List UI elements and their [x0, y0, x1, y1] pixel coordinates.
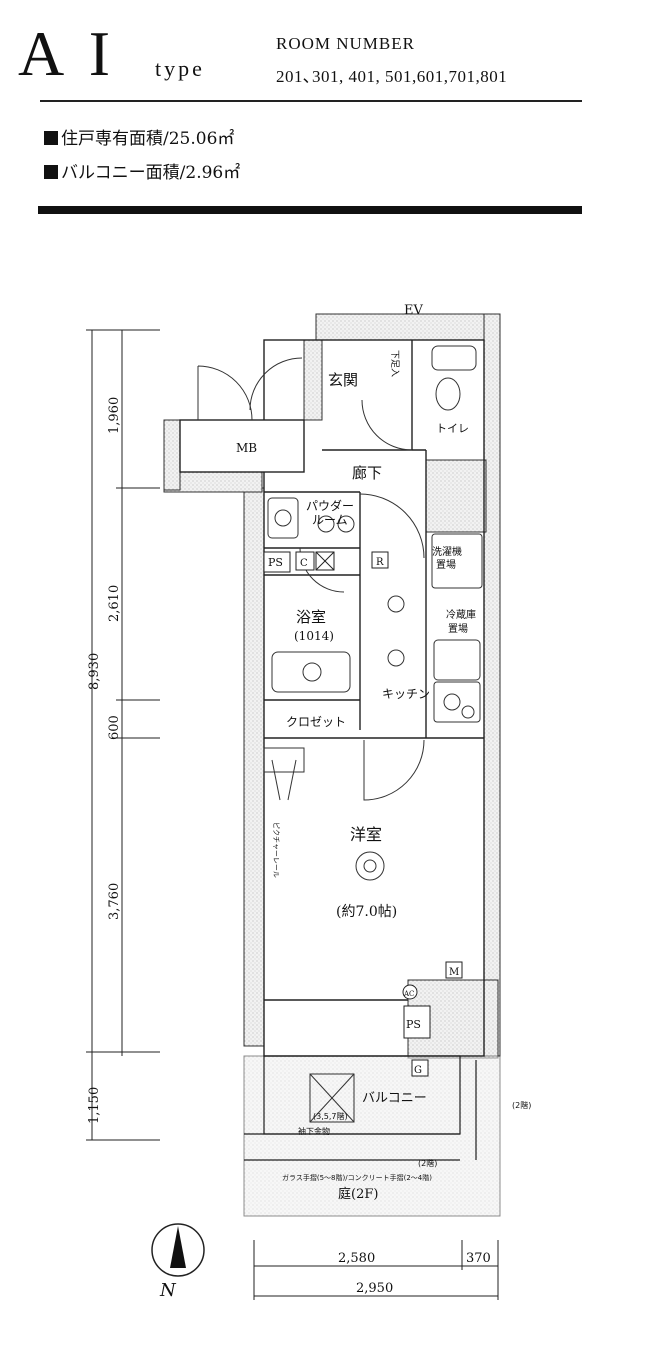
- handrail-note-label: ガラス手摺(5〜8階)/コンクリート手摺(2〜4階): [282, 1173, 432, 1182]
- balcony-area-text: バルコニー面積/2.96㎡: [61, 163, 241, 183]
- dim-h1: 2,580: [338, 1251, 375, 1266]
- room-number-title: ROOM NUMBER: [276, 34, 415, 53]
- dim-v2: 2,610: [107, 585, 122, 622]
- fridge-label-1: 冷蔵庫: [446, 608, 476, 621]
- kitchen-label: キッチン: [382, 687, 430, 701]
- dim-v1: 1,960: [107, 397, 122, 434]
- dim-v4: 3,760: [107, 883, 122, 920]
- dimension-lines: [86, 329, 499, 1300]
- m-mark-label: M: [449, 967, 459, 978]
- bath-size-label: (1014): [294, 629, 334, 643]
- ac-mark-label: AC: [403, 990, 414, 998]
- mb-box: [179, 419, 305, 473]
- section-divider: [38, 206, 582, 214]
- balcony-outline: [244, 1055, 477, 1161]
- r-mark-label: R: [376, 557, 384, 568]
- bullet-square-icon: [44, 165, 58, 179]
- genkan-label: 玄関: [328, 371, 358, 389]
- washer-label-1: 洗濯機: [432, 545, 462, 558]
- garden-label: 庭(2F): [338, 1186, 378, 1202]
- fridge-label-2: 置場: [448, 622, 468, 635]
- type-name-sub: type: [155, 56, 205, 81]
- ps-bottom-label: PS: [406, 1018, 421, 1031]
- g-mark-label: G: [414, 1065, 422, 1076]
- shoe-box-label: 下足入: [389, 350, 400, 377]
- compass-label: N: [159, 1280, 177, 1301]
- bullet-square-icon: [44, 131, 58, 145]
- rouka-label: 廊下: [352, 464, 382, 482]
- c-mark-label: C: [300, 558, 308, 569]
- powder-room-label-1: パウダー: [306, 498, 354, 513]
- room-number-list: 201､301, 401, 501,601,701,801: [276, 67, 508, 86]
- dim-v3: 600: [107, 715, 122, 740]
- closet-label: クロゼット: [286, 715, 346, 729]
- balcony-note-label: (3,5,7階): [313, 1111, 348, 1121]
- header-rule: [40, 100, 582, 102]
- eaves-label: 袖下金物: [298, 1126, 330, 1136]
- toilet-label: トイレ: [436, 422, 469, 435]
- interior-outline: [263, 339, 485, 1057]
- private-area-text: 住戸専有面積/25.06㎡: [61, 129, 235, 149]
- dim-h-total: 2,950: [356, 1281, 393, 1296]
- private-area-line: 住戸専有面積/25.06㎡: [44, 124, 234, 149]
- balcony-area-line: バルコニー面積/2.96㎡: [44, 158, 240, 183]
- balcony-label: バルコニー: [362, 1091, 427, 1106]
- fixtures: [263, 345, 483, 1123]
- compass-icon: [151, 1223, 205, 1277]
- ps-top-label: PS: [268, 556, 283, 569]
- bath-label: 浴室: [296, 608, 326, 626]
- youshitsu-label: 洋室: [350, 825, 382, 844]
- washer-label-2: 置場: [436, 558, 456, 571]
- type-name-main: A I: [18, 18, 116, 89]
- dim-v5: 1,150: [87, 1087, 102, 1124]
- dim-h2: 370: [466, 1251, 491, 1266]
- youshitsu-size-label: (約7.0帖): [336, 904, 397, 920]
- small-marks: [263, 551, 463, 1077]
- powder-room-label-2: ルーム: [312, 513, 348, 527]
- floor2-note-label: (2階): [418, 1158, 437, 1168]
- dim-v-total: 8,930: [87, 653, 102, 690]
- mb-label: MB: [236, 441, 257, 455]
- ev-label: EV: [404, 303, 423, 318]
- floor2-note-right-label: (2階): [512, 1100, 531, 1110]
- picture-rail-label: ピクチャーレール: [272, 822, 280, 878]
